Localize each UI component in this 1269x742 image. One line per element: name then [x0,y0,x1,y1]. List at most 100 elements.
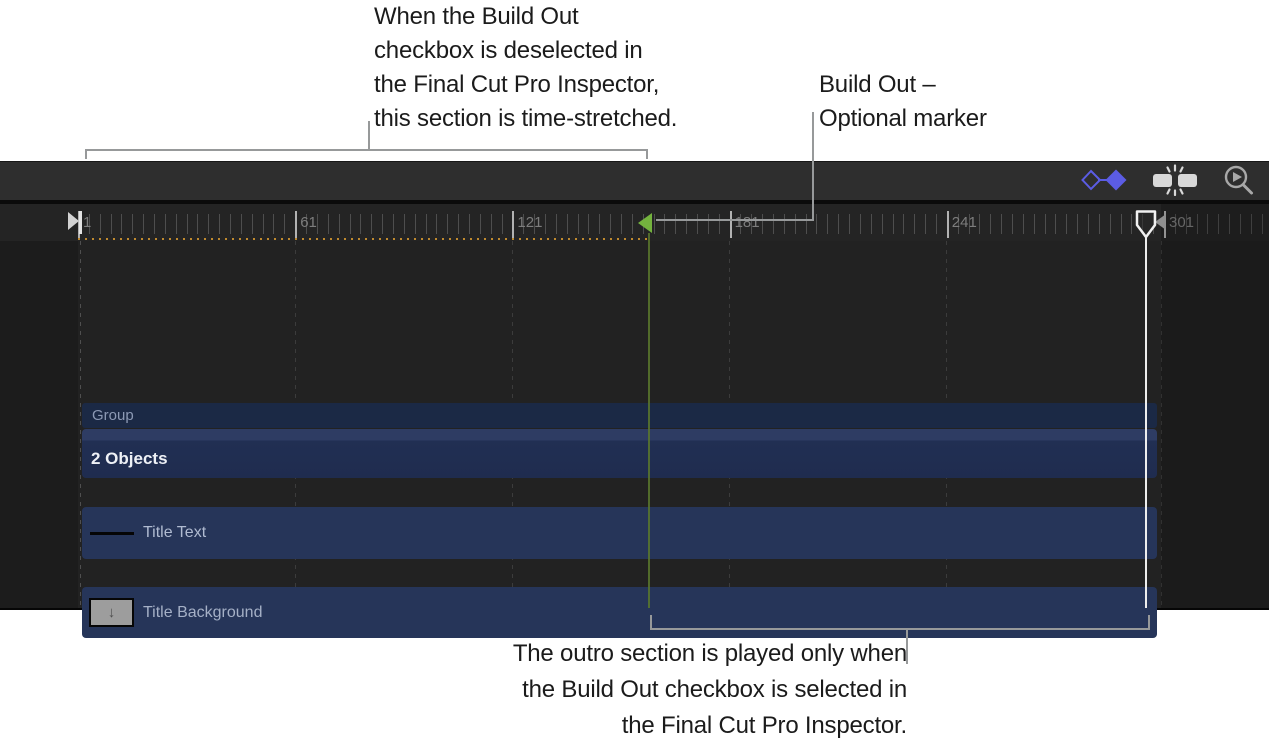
ruler-tick [870,214,872,234]
ruler-tick [523,214,525,234]
annotation-line: this section is time-stretched. [374,105,678,132]
ruler-tick [327,214,329,234]
ruler-tick [664,214,666,234]
ruler-tick [859,214,861,234]
ruler-tick [154,214,156,234]
ruler-frame-label: 301 [1169,214,1195,231]
ruler-tick [132,214,134,234]
callout-bracket-top-center-tick [368,121,370,151]
annotation-line: the Build Out checkbox is selected in [522,676,907,703]
ruler-tick [979,214,981,234]
ruler-tick [1044,214,1046,234]
ruler-tick [968,214,970,234]
out-of-range-right [1161,204,1269,608]
ruler-tick [197,214,199,234]
ruler-tick [1229,214,1231,234]
ruler-tick [295,211,298,238]
callout-bracket-bottom-left-tick [650,615,652,630]
ruler-tick [371,214,373,234]
ruler-tick [631,214,633,234]
zoom-play-icon[interactable] [1223,164,1255,201]
ruler-tick [599,214,601,234]
ruler-tick [903,214,905,234]
play-range-out-marker-icon[interactable] [1155,214,1166,230]
ruler-tick [990,214,992,234]
track-bar-objects[interactable]: 2 Objects [82,429,1157,478]
annotation-outro: The outro section is played only when th… [380,636,907,742]
callout-connector-vertical [812,112,814,221]
ruler-tick [751,214,753,234]
ruler-frame-label: 1 [83,214,92,231]
track-bar-group[interactable]: Group [82,403,1157,428]
ruler-tick [360,214,362,234]
ruler-tick [925,214,927,234]
ruler-tick [1174,214,1176,234]
ruler-tick [338,214,340,234]
callout-connector-horizontal [656,219,814,221]
ruler-tick [707,214,709,234]
gridline [1161,241,1162,608]
ruler-tick [414,214,416,234]
ruler-tick [588,214,590,234]
ruler-tick [577,214,579,234]
keyframe-icon[interactable] [1081,166,1127,199]
ruler-tick [555,214,557,234]
ruler-tick [816,214,818,234]
ruler-tick [121,214,123,234]
ruler-tick [805,214,807,234]
ruler-tick [349,214,351,234]
ruler-tick [621,214,622,234]
ruler-tick [1011,214,1013,234]
ruler-tick [403,214,405,234]
ruler-tick [1087,214,1089,234]
ruler-tick [697,214,699,234]
end-pennant-marker-icon[interactable] [1134,209,1158,246]
ruler-tick [1077,214,1079,234]
track-label: Title Background [143,603,263,621]
build-out-marker-icon[interactable] [638,213,652,233]
ruler-tick [718,214,720,234]
ruler-tick [425,214,427,234]
ruler-tick [740,214,742,234]
ruler-tick [762,214,764,234]
callout-bracket-bottom-right-tick [1148,615,1150,630]
annotation-line: the Final Cut Pro Inspector, [374,71,660,98]
markers-icon[interactable] [1151,163,1199,201]
track-bar-title-background[interactable]: ↓ Title Background [82,587,1157,638]
ruler-tick [306,214,308,234]
ruler-tick [251,214,253,234]
ruler-tick [653,214,655,234]
ruler-tick [1240,214,1242,234]
ruler-tick [1250,214,1252,234]
ruler-tick [783,214,785,234]
track-bar-title-text[interactable]: Title Text [82,507,1157,559]
ruler-tick [262,214,264,234]
ruler-tick [1098,214,1100,234]
ruler-tick [1207,214,1209,234]
selection-dotted-line [78,238,650,240]
ruler-tick [827,214,829,234]
ruler-tick [838,214,840,234]
timeline-content-area[interactable]: Group 2 Objects Title Text ↓ Title Backg… [0,241,1269,638]
ruler-tick [892,214,894,234]
build-out-marker-line [648,233,650,608]
annotation-line: Optional marker [819,105,987,132]
track-label: Title Text [143,524,207,541]
ruler-tick [501,214,503,234]
ruler-tick [1196,214,1198,234]
ruler-tick [1022,214,1024,234]
track-label: 2 Objects [91,449,168,468]
annotation-line: When the Build Out [374,3,579,30]
play-range-in-marker-icon[interactable] [68,212,79,230]
ruler-tick [773,214,775,234]
ruler-tick [1120,214,1122,234]
ruler-tick [230,214,232,234]
ruler-frame-label: 241 [951,214,977,231]
ruler-tick [392,214,394,234]
ruler-tick [946,211,949,238]
ruler-tick [382,214,384,234]
ruler-tick [490,214,492,234]
ruler-tick [436,214,438,234]
timeline-toolbar [0,161,1269,204]
